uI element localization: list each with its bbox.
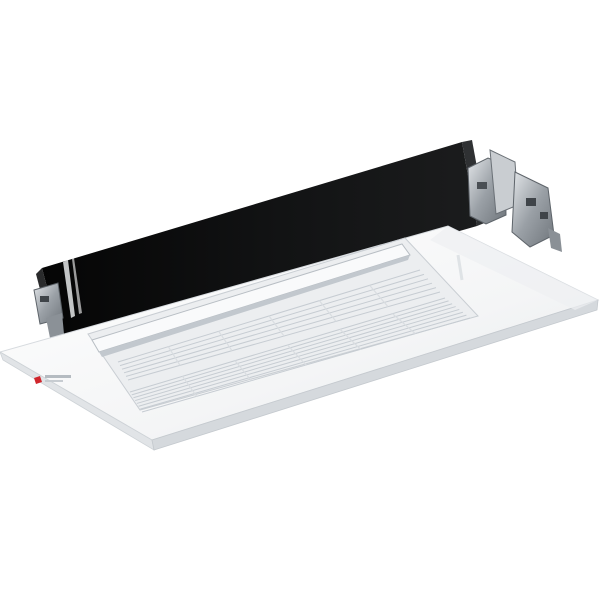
grille-divider xyxy=(234,360,252,382)
grille-divider xyxy=(339,328,362,350)
grille-frame xyxy=(87,237,479,411)
grille-divider xyxy=(287,344,307,366)
grille-divider xyxy=(218,330,233,352)
brand-logo-icon xyxy=(34,375,71,384)
grille-divider xyxy=(392,313,416,335)
mounting-bracket-icon xyxy=(33,149,562,338)
grille-divider xyxy=(369,284,389,308)
grille-divider xyxy=(167,346,181,366)
grille-divider xyxy=(318,300,337,322)
grille-divider xyxy=(182,375,198,397)
intake-grille xyxy=(117,269,471,413)
grille-divider xyxy=(268,315,285,337)
